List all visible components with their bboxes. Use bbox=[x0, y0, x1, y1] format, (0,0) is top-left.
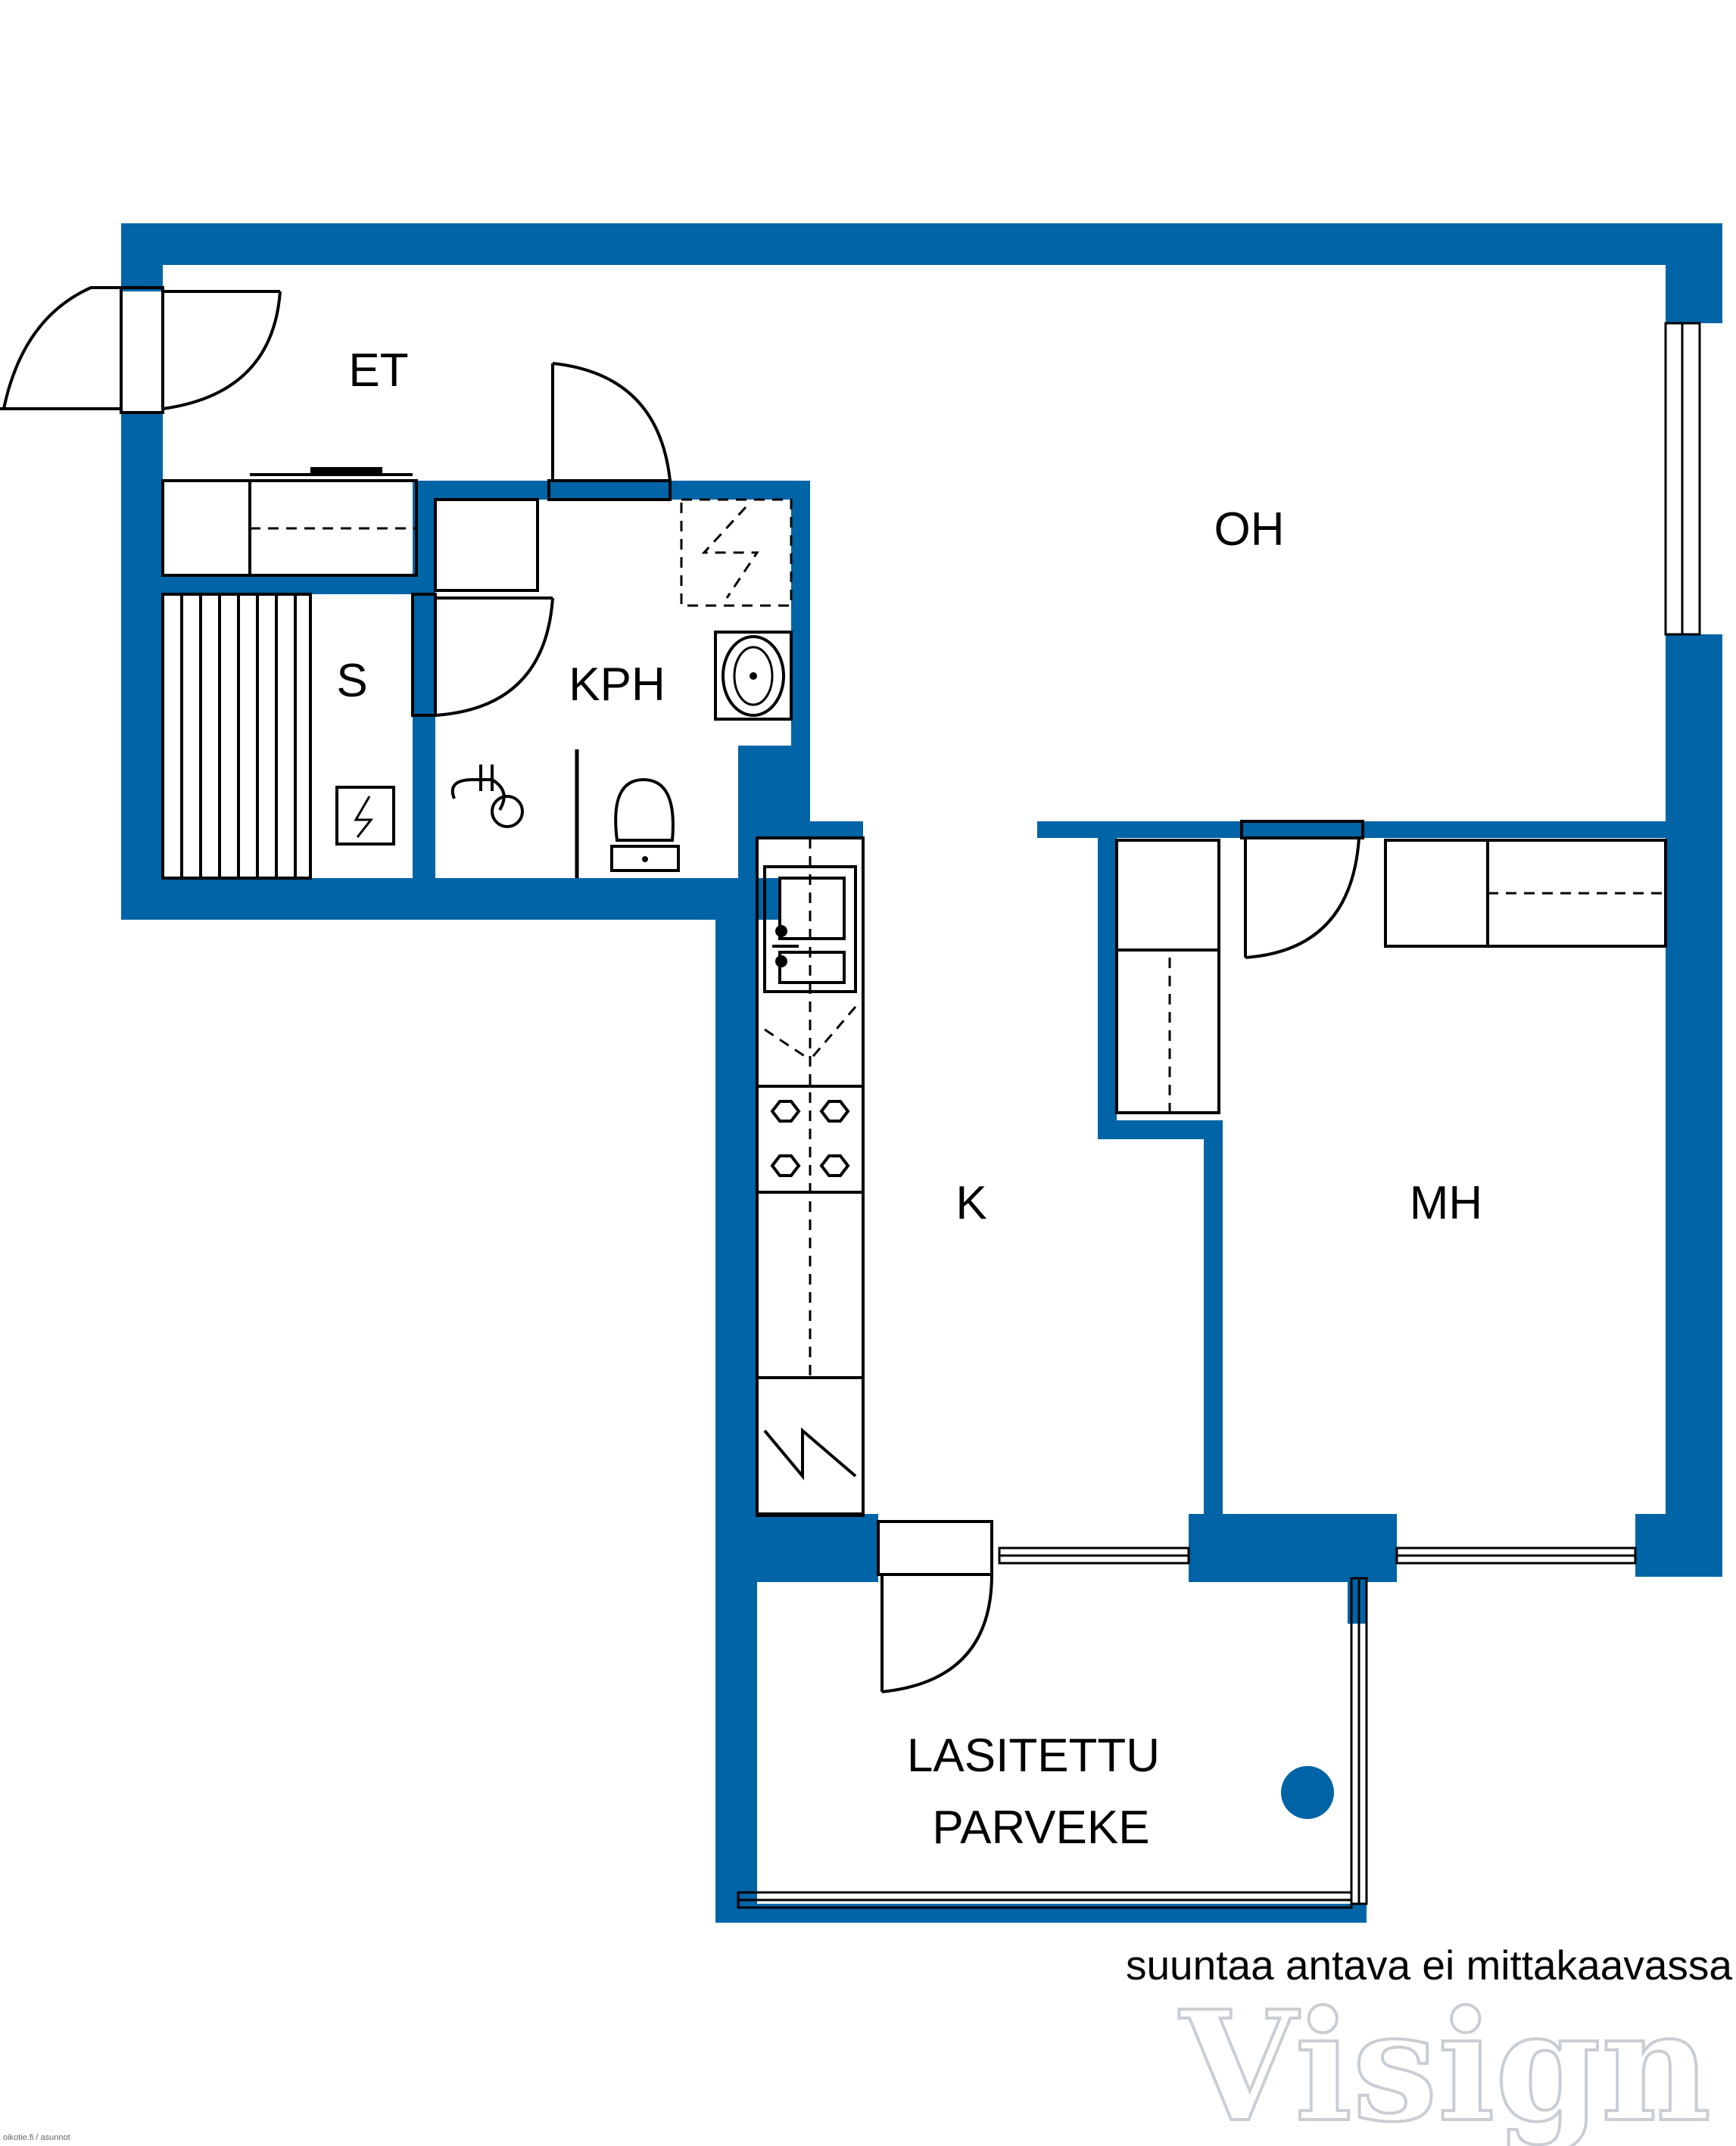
wall-mh-top bbox=[1037, 821, 1669, 838]
wall-mh-left-upper bbox=[1098, 821, 1117, 1139]
walls bbox=[121, 223, 1722, 1923]
wall-kitchen-inner bbox=[738, 821, 757, 1601]
wall-top bbox=[121, 223, 1722, 265]
wardrobe-icon bbox=[1115, 839, 1220, 1114]
wall-kph-corner bbox=[738, 746, 810, 821]
room-label-balcony-line1: LASITETTU bbox=[907, 1730, 1160, 1782]
doors bbox=[0, 286, 1364, 1693]
cabinet-icon bbox=[434, 498, 539, 592]
sauna-stove-icon bbox=[335, 786, 395, 846]
door-swing-icon bbox=[877, 1520, 993, 1693]
room-label-mh: MH bbox=[1410, 1177, 1482, 1229]
wall-bottom-left bbox=[121, 878, 780, 920]
room-label-kph: KPH bbox=[569, 659, 665, 711]
drain-icon bbox=[1281, 1766, 1334, 1819]
wall-bottom-a bbox=[757, 1514, 878, 1582]
wall-sauna-top bbox=[163, 575, 420, 594]
wall-left-upper bbox=[121, 223, 163, 291]
door-swing-icon bbox=[547, 362, 672, 501]
sink-icon bbox=[763, 865, 857, 993]
front-door-icon bbox=[0, 286, 282, 414]
sauna-bench-icon bbox=[161, 593, 312, 880]
toilet-icon bbox=[610, 777, 680, 872]
wall-bottom-c bbox=[1635, 1514, 1722, 1577]
wardrobe-icon bbox=[1384, 839, 1667, 948]
wall-bottom-d bbox=[1370, 1514, 1397, 1582]
dishwasher-icon bbox=[764, 1006, 857, 1061]
room-label-s: S bbox=[336, 655, 367, 707]
wall-mh-left bbox=[1204, 1120, 1223, 1582]
scale-note: suuntaa antava ei mittakaavassa bbox=[1126, 1942, 1732, 1989]
source-credit: oikotie.fi / asunnot bbox=[3, 2133, 70, 2142]
washing-machine-icon bbox=[680, 498, 793, 607]
wall-kph-top bbox=[413, 481, 810, 500]
wall-kitchen-stub bbox=[757, 821, 863, 838]
wall-right-upper bbox=[1666, 223, 1722, 323]
door-swing-icon bbox=[411, 593, 554, 717]
shower-icon bbox=[450, 765, 524, 828]
room-label-oh: OH bbox=[1214, 503, 1285, 556]
room-label-k: K bbox=[955, 1177, 986, 1229]
wall-bottom-b bbox=[1189, 1514, 1389, 1582]
wardrobe-icon bbox=[161, 467, 418, 577]
room-label-et: ET bbox=[348, 344, 408, 397]
room-label-balcony-line2: PARVEKE bbox=[932, 1802, 1149, 1854]
washbasin-icon bbox=[714, 631, 793, 721]
door-swing-icon bbox=[1240, 820, 1364, 959]
wall-right-lower bbox=[1666, 634, 1722, 1577]
stove-icon bbox=[756, 1085, 865, 1194]
windows bbox=[737, 322, 1701, 1909]
wall-left-lower bbox=[121, 413, 163, 920]
watermark-logo: Visign bbox=[1179, 1978, 1711, 2146]
wall-mh-step bbox=[1098, 1120, 1223, 1139]
fridge-icon bbox=[756, 1376, 865, 1515]
